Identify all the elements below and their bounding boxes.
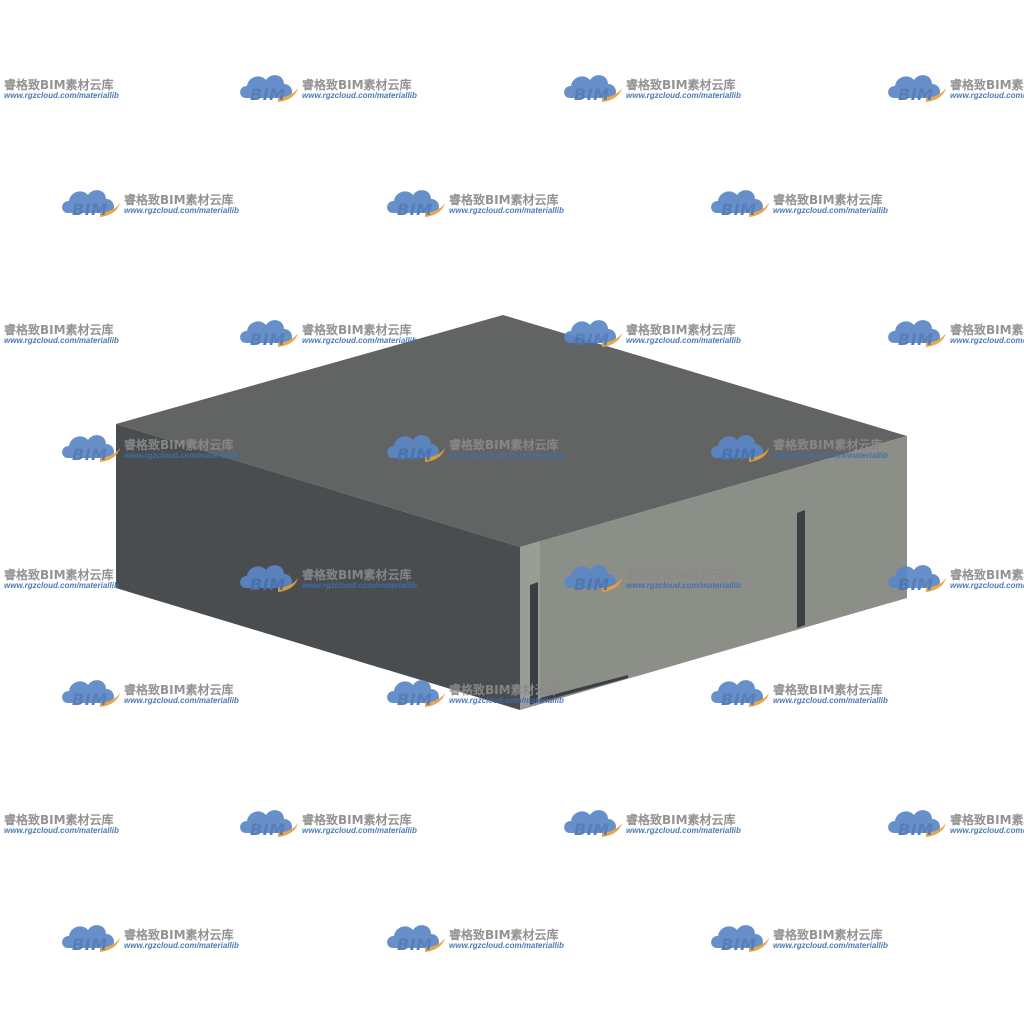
door-gap-right — [797, 510, 805, 628]
box-left-face — [116, 424, 520, 710]
box-front-face — [520, 436, 907, 710]
box-object-icon — [116, 315, 907, 710]
box-top-face — [116, 315, 907, 547]
door-gap-left — [530, 582, 538, 705]
door-sill — [540, 675, 628, 702]
